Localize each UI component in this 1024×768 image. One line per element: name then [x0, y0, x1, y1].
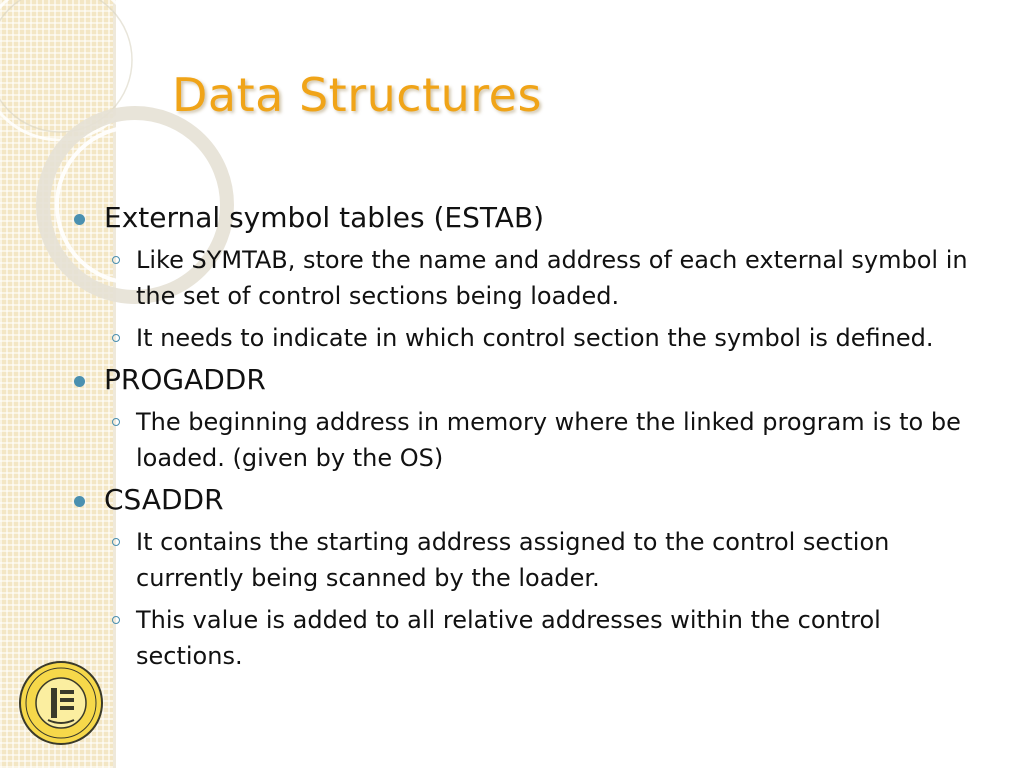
sub-bullet-ring-icon — [112, 256, 120, 264]
sub-bullet-ring-icon — [112, 538, 120, 546]
sub-bullet-text: It needs to indicate in which control se… — [136, 324, 934, 352]
sub-bullet-text: The beginning address in memory where th… — [136, 408, 961, 472]
sub-bullet-item: It contains the starting address assigne… — [104, 524, 988, 596]
bullet-dot-icon — [74, 496, 85, 507]
sub-bullet-ring-icon — [112, 418, 120, 426]
bullet-text: PROGADDR — [104, 363, 266, 396]
bullet-item-estab: External symbol tables (ESTAB) — [74, 200, 1004, 236]
sub-bullet-item: It needs to indicate in which control se… — [104, 320, 988, 356]
decorative-rings — [0, 0, 234, 304]
bullet-list: External symbol tables (ESTAB) Like SYMT… — [74, 200, 1004, 674]
sub-bullet-text: This value is added to all relative addr… — [136, 606, 881, 670]
sub-bullet-item: This value is added to all relative addr… — [104, 602, 988, 674]
bullet-text: CSADDR — [104, 483, 224, 516]
side-band-edge — [113, 0, 116, 768]
sub-bullet-text: It contains the starting address assigne… — [136, 528, 890, 592]
bullet-dot-icon — [74, 376, 85, 387]
bullet-dot-icon — [74, 214, 85, 225]
sub-bullet-item: The beginning address in memory where th… — [104, 404, 988, 476]
slide-title: Data Structures — [172, 68, 542, 122]
bullet-item-progaddr: PROGADDR — [74, 362, 1004, 398]
bullet-text: External symbol tables (ESTAB) — [104, 201, 545, 234]
bullet-item-csaddr: CSADDR — [74, 482, 1004, 518]
sub-bullet-ring-icon — [112, 616, 120, 624]
sub-bullet-ring-icon — [112, 334, 120, 342]
institution-logo — [19, 661, 103, 745]
sub-bullet-item: Like SYMTAB, store the name and address … — [104, 242, 988, 314]
sub-bullet-text: Like SYMTAB, store the name and address … — [136, 246, 968, 310]
